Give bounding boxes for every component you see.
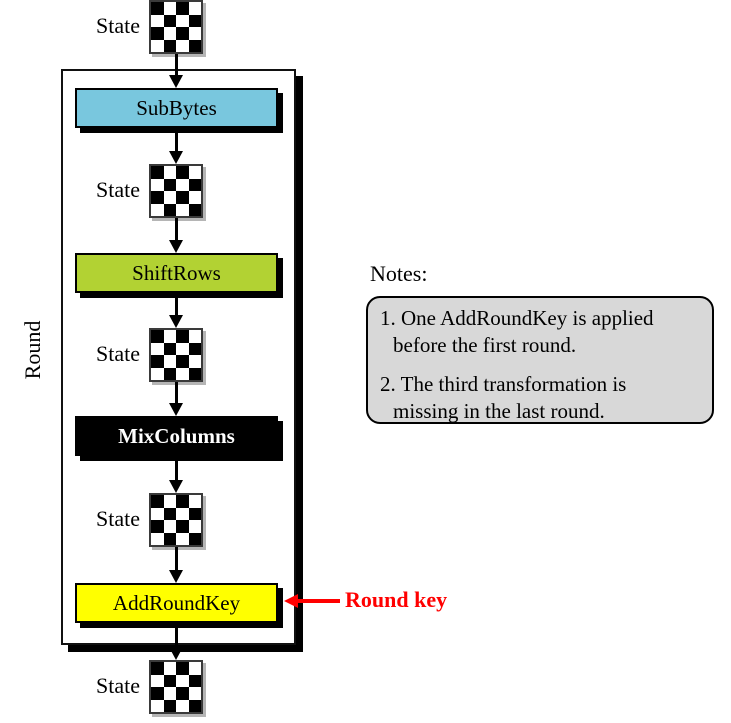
- state-label: State: [96, 673, 140, 698]
- round-key-arrow: [284, 594, 340, 608]
- notes-box: 1. One AddRoundKey is applied before the…: [366, 296, 714, 424]
- checkerboard-matrix-icon: [149, 660, 203, 714]
- flow-arrow: [169, 296, 183, 328]
- note-line: 2. The third transformation is: [380, 372, 627, 396]
- note-item-1: 1. One AddRoundKey is applied before the…: [380, 305, 704, 359]
- checkerboard-matrix-icon: [149, 164, 203, 218]
- flow-arrow: [169, 547, 183, 583]
- state-label: State: [96, 506, 140, 531]
- step-addroundkey: AddRoundKey: [75, 583, 278, 623]
- note-line: missing in the last round.: [393, 399, 605, 423]
- round-label: Round: [20, 320, 45, 380]
- checkerboard-matrix-icon: [149, 493, 203, 547]
- state-label: State: [96, 341, 140, 366]
- note-item-2: 2. The third transformation is missing i…: [380, 371, 704, 425]
- checkerboard-matrix-icon: [149, 328, 203, 382]
- note-line: before the first round.: [393, 333, 577, 357]
- step-shiftrows: ShiftRows: [75, 253, 278, 293]
- step-subbytes: SubBytes: [75, 88, 278, 128]
- step-mixcolumns: MixColumns: [75, 416, 278, 456]
- flow-arrow: [169, 382, 183, 416]
- round-key-label: Round key: [345, 587, 448, 612]
- round-container-box: [61, 69, 296, 645]
- left-arrowhead-icon: [284, 594, 298, 608]
- notes-heading: Notes:: [370, 261, 428, 286]
- flow-arrow: [169, 218, 183, 253]
- flow-arrow: [169, 54, 183, 88]
- flow-arrow: [169, 131, 183, 164]
- flow-arrow: [169, 459, 183, 493]
- checkerboard-matrix-icon: [149, 0, 203, 54]
- note-line: 1. One AddRoundKey is applied: [380, 306, 654, 330]
- state-label: State: [96, 177, 140, 202]
- flow-arrow: [169, 626, 183, 660]
- state-label: State: [96, 13, 140, 38]
